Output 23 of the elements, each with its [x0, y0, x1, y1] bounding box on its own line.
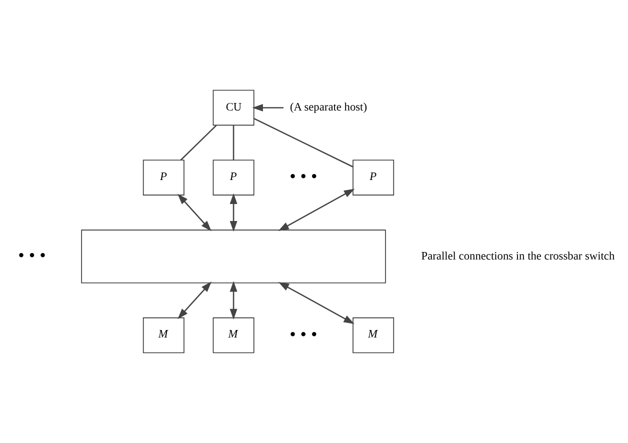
- arrow: [178, 194, 212, 232]
- node-box: M: [142, 317, 184, 354]
- label: • • •: [18, 244, 46, 265]
- label: • • •: [290, 166, 318, 186]
- connector: [180, 124, 217, 161]
- arrow: [230, 281, 238, 320]
- node-label: Parallel connections in the crossbar switch: [421, 250, 615, 262]
- node-box: [81, 230, 386, 284]
- connector: [232, 125, 234, 160]
- arrow: [230, 193, 238, 232]
- node-text: (A separate host): [290, 102, 367, 114]
- label: • • •: [290, 324, 318, 344]
- arrow: [178, 282, 212, 320]
- arrow: [278, 188, 355, 231]
- node-box: CU: [212, 90, 254, 126]
- node-box: P: [352, 160, 394, 196]
- node-box: M: [212, 317, 254, 354]
- arrow: [278, 282, 354, 324]
- arrow: [252, 104, 284, 112]
- node-box: P: [212, 160, 254, 196]
- connector: [254, 118, 354, 168]
- node-box: P: [142, 160, 184, 196]
- node-box: M: [352, 317, 394, 354]
